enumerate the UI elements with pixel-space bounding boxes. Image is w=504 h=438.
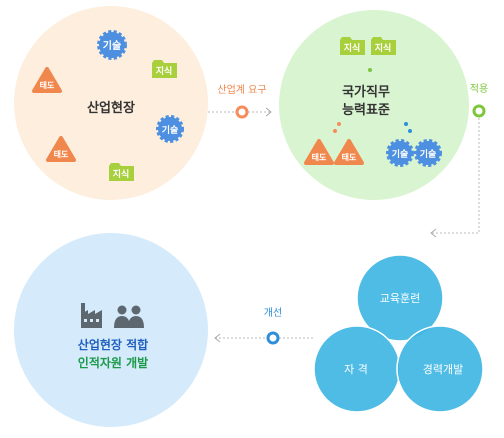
folder-icon: 지식 [371, 37, 396, 55]
knowledge-badge-label: 지식 [156, 65, 173, 77]
gear-icon: 기술 [414, 139, 442, 167]
improve-connector: 개선 [214, 307, 315, 345]
people-icon [114, 305, 144, 328]
talent-development-circle [14, 233, 208, 427]
skill-badge-label: 기술 [162, 124, 179, 136]
skill-badge-label: 기술 [103, 39, 121, 52]
knowledge-badge-label: 지식 [344, 42, 361, 54]
connector-node [266, 331, 280, 345]
gear-icon: 기술 [386, 139, 414, 167]
skill-badge-label: 기술 [420, 148, 437, 160]
knowledge-badge-label: 지식 [375, 42, 392, 54]
talent-title-line1: 산업현장 적합 [78, 337, 148, 352]
talent-title-line2: 인적자원 개발 [78, 355, 148, 370]
gear-icon: 기술 [97, 30, 127, 60]
folder-icon: 지식 [340, 37, 365, 55]
factory-icon [81, 303, 102, 328]
triangle-icon: 태도 [32, 67, 62, 93]
knowledge-badge-label: 지식 [113, 168, 130, 180]
venn-circle-career [396, 325, 484, 413]
industry-demand-connector: 산업계 요구 [208, 83, 272, 119]
skill-badge-label: 기술 [392, 148, 409, 160]
talent-development-node: 산업현장 적합 인적자원 개발 [14, 233, 208, 427]
attitude-badge-label: 태도 [54, 149, 69, 159]
venn-education-label: 교육훈련 [380, 292, 420, 305]
ncs-title-line1: 국가직무 [342, 84, 390, 100]
connector-node [235, 105, 249, 119]
venn-career-label: 경력개발 [423, 363, 463, 376]
connector-dot [404, 122, 408, 126]
triangle-icon: 태도 [334, 139, 364, 165]
venn-qualification-label: 자 격 [344, 363, 368, 376]
connector-dot [408, 129, 412, 133]
ncs-title-line2: 능력표준 [342, 103, 390, 118]
apply-connector: 적용 [430, 83, 488, 238]
connector-dot [337, 122, 341, 126]
apply-label: 적용 [470, 83, 488, 95]
folder-icon: 지식 [152, 60, 177, 78]
industry-site-title: 산업현장 [87, 100, 135, 116]
venn-circle-education [356, 254, 444, 342]
industry-site-node: 기술 지식 태도 산업현장 기술 태도 지식 [14, 6, 208, 200]
attitude-badge-label: 태도 [312, 152, 327, 162]
improve-label: 개선 [264, 307, 282, 319]
connector-dot [368, 68, 372, 72]
triangle-icon: 태도 [46, 136, 76, 162]
folder-icon: 지식 [109, 163, 134, 181]
attitude-badge-label: 태도 [40, 80, 55, 90]
connector-dot [333, 129, 337, 133]
ncs-node: 지식 지식 국가직무 능력표준 태도 태도 기술 기술 [279, 10, 469, 200]
triangle-icon: 태도 [304, 139, 334, 165]
attitude-badge-label: 태도 [342, 152, 357, 162]
industry-demand-label: 산업계 요구 [217, 83, 266, 96]
connector-node [472, 104, 486, 118]
gear-icon: 기술 [156, 115, 184, 143]
venn-diagram: 교육훈련 자 격 경력개발 [313, 254, 484, 413]
